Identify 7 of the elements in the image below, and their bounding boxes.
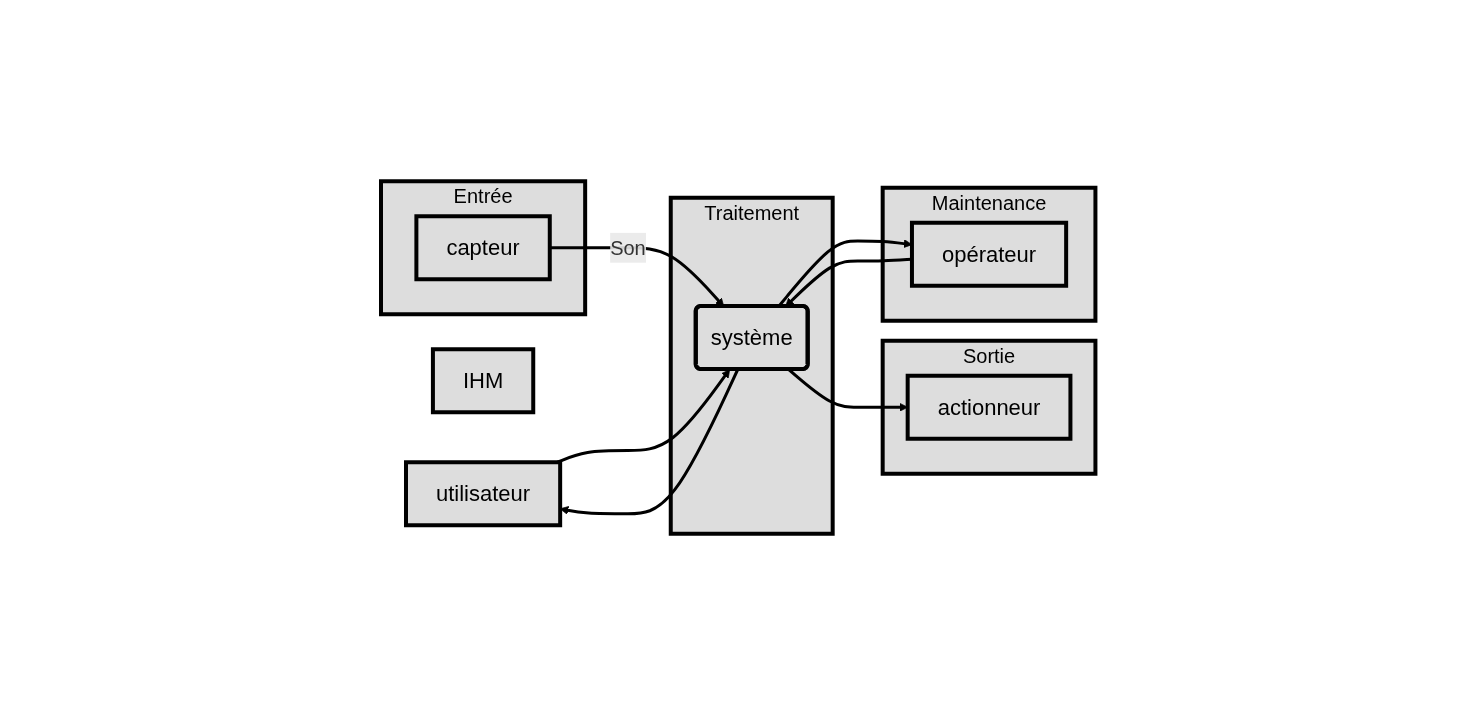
- edge-label: Son: [610, 236, 647, 259]
- node-box: IHM: [431, 347, 536, 415]
- arrow: [557, 369, 731, 464]
- node-box: capteur: [414, 214, 553, 282]
- node-box: utilisateur: [404, 460, 563, 528]
- node-box: opérateur: [910, 220, 1069, 288]
- node-box: actionneur: [905, 373, 1073, 441]
